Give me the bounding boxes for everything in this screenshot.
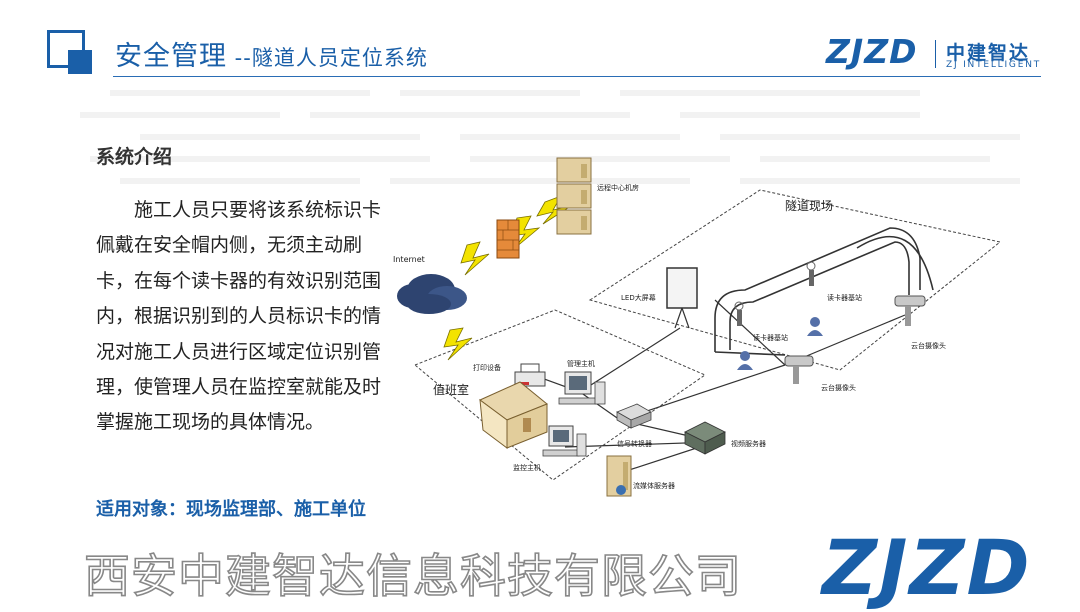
reader-base-label-1: 读卡器基站	[827, 293, 862, 302]
ptz-camera-label-1: 云台摄像头	[911, 341, 946, 350]
applicable-targets: 适用对象：现场监理部、施工单位	[96, 499, 366, 520]
network-diagram: 远程中心机房 Internet 隧道现场 LED大屏幕	[393, 157, 1002, 497]
reader-base-label-2: 读卡器基站	[753, 333, 788, 342]
page-title: 安全管理 --隧道人员定位系统	[115, 34, 428, 73]
ptz-camera-label-2: 云台摄像头	[821, 383, 856, 392]
media-server-label: 流媒体服务器	[633, 481, 675, 490]
internet-label: Internet	[393, 255, 425, 264]
remote-center-label: 远程中心机房	[597, 183, 639, 192]
brand-name-cn: 中建智达	[946, 42, 1031, 64]
tunnel-site-label: 隧道现场	[785, 198, 833, 213]
remote-center-server-icon	[556, 157, 592, 235]
duty-room-house-icon	[479, 381, 548, 449]
signal-converter-label: 信号转换器	[617, 439, 652, 448]
brand-logo: ZJZD	[826, 32, 918, 71]
page-title-main: 安全管理	[115, 41, 227, 72]
signal-converter-icon	[616, 403, 652, 429]
footer-company-name: 西安中建智达信息科技有限公司	[83, 548, 742, 604]
monitor-host-icon	[542, 425, 587, 457]
worker-icon	[737, 317, 823, 370]
section-title: 系统介绍	[96, 146, 173, 168]
firewall-icon	[496, 219, 520, 259]
header-divider	[113, 76, 1041, 77]
video-server-icon	[684, 421, 726, 455]
brand-divider	[935, 40, 936, 68]
ptz-camera-icon	[784, 295, 926, 384]
monitor-host-label: 监控主机	[513, 463, 541, 472]
duty-room-zone	[414, 309, 707, 481]
duty-room-label: 值班室	[433, 382, 469, 397]
brand-name-en: ZJ INTELLIGENT	[946, 60, 1042, 70]
printer-icon	[514, 363, 546, 387]
management-host-label: 管理主机	[567, 359, 595, 368]
video-server-label: 视频服务器	[731, 439, 766, 448]
tunnel-arch-icon	[714, 227, 934, 356]
header-logo-square-fill	[68, 50, 92, 74]
printer-label: 打印设备	[473, 363, 501, 372]
footer-logo: ZJZD	[822, 523, 1032, 612]
internet-cloud-icon	[397, 274, 467, 314]
management-host-icon	[558, 371, 606, 405]
reader-base-station-icon	[734, 261, 816, 326]
led-screen-icon	[666, 267, 698, 329]
background-texture	[80, 90, 1020, 184]
page-subtitle: --隧道人员定位系统	[227, 46, 428, 70]
media-server-icon	[606, 455, 632, 497]
led-screen-label: LED大屏幕	[621, 293, 656, 302]
section-body: 施工人员只要将该系统标识卡佩戴在安全帽内侧，无须主动刷卡，在每个读卡器的有效识别…	[96, 199, 382, 434]
